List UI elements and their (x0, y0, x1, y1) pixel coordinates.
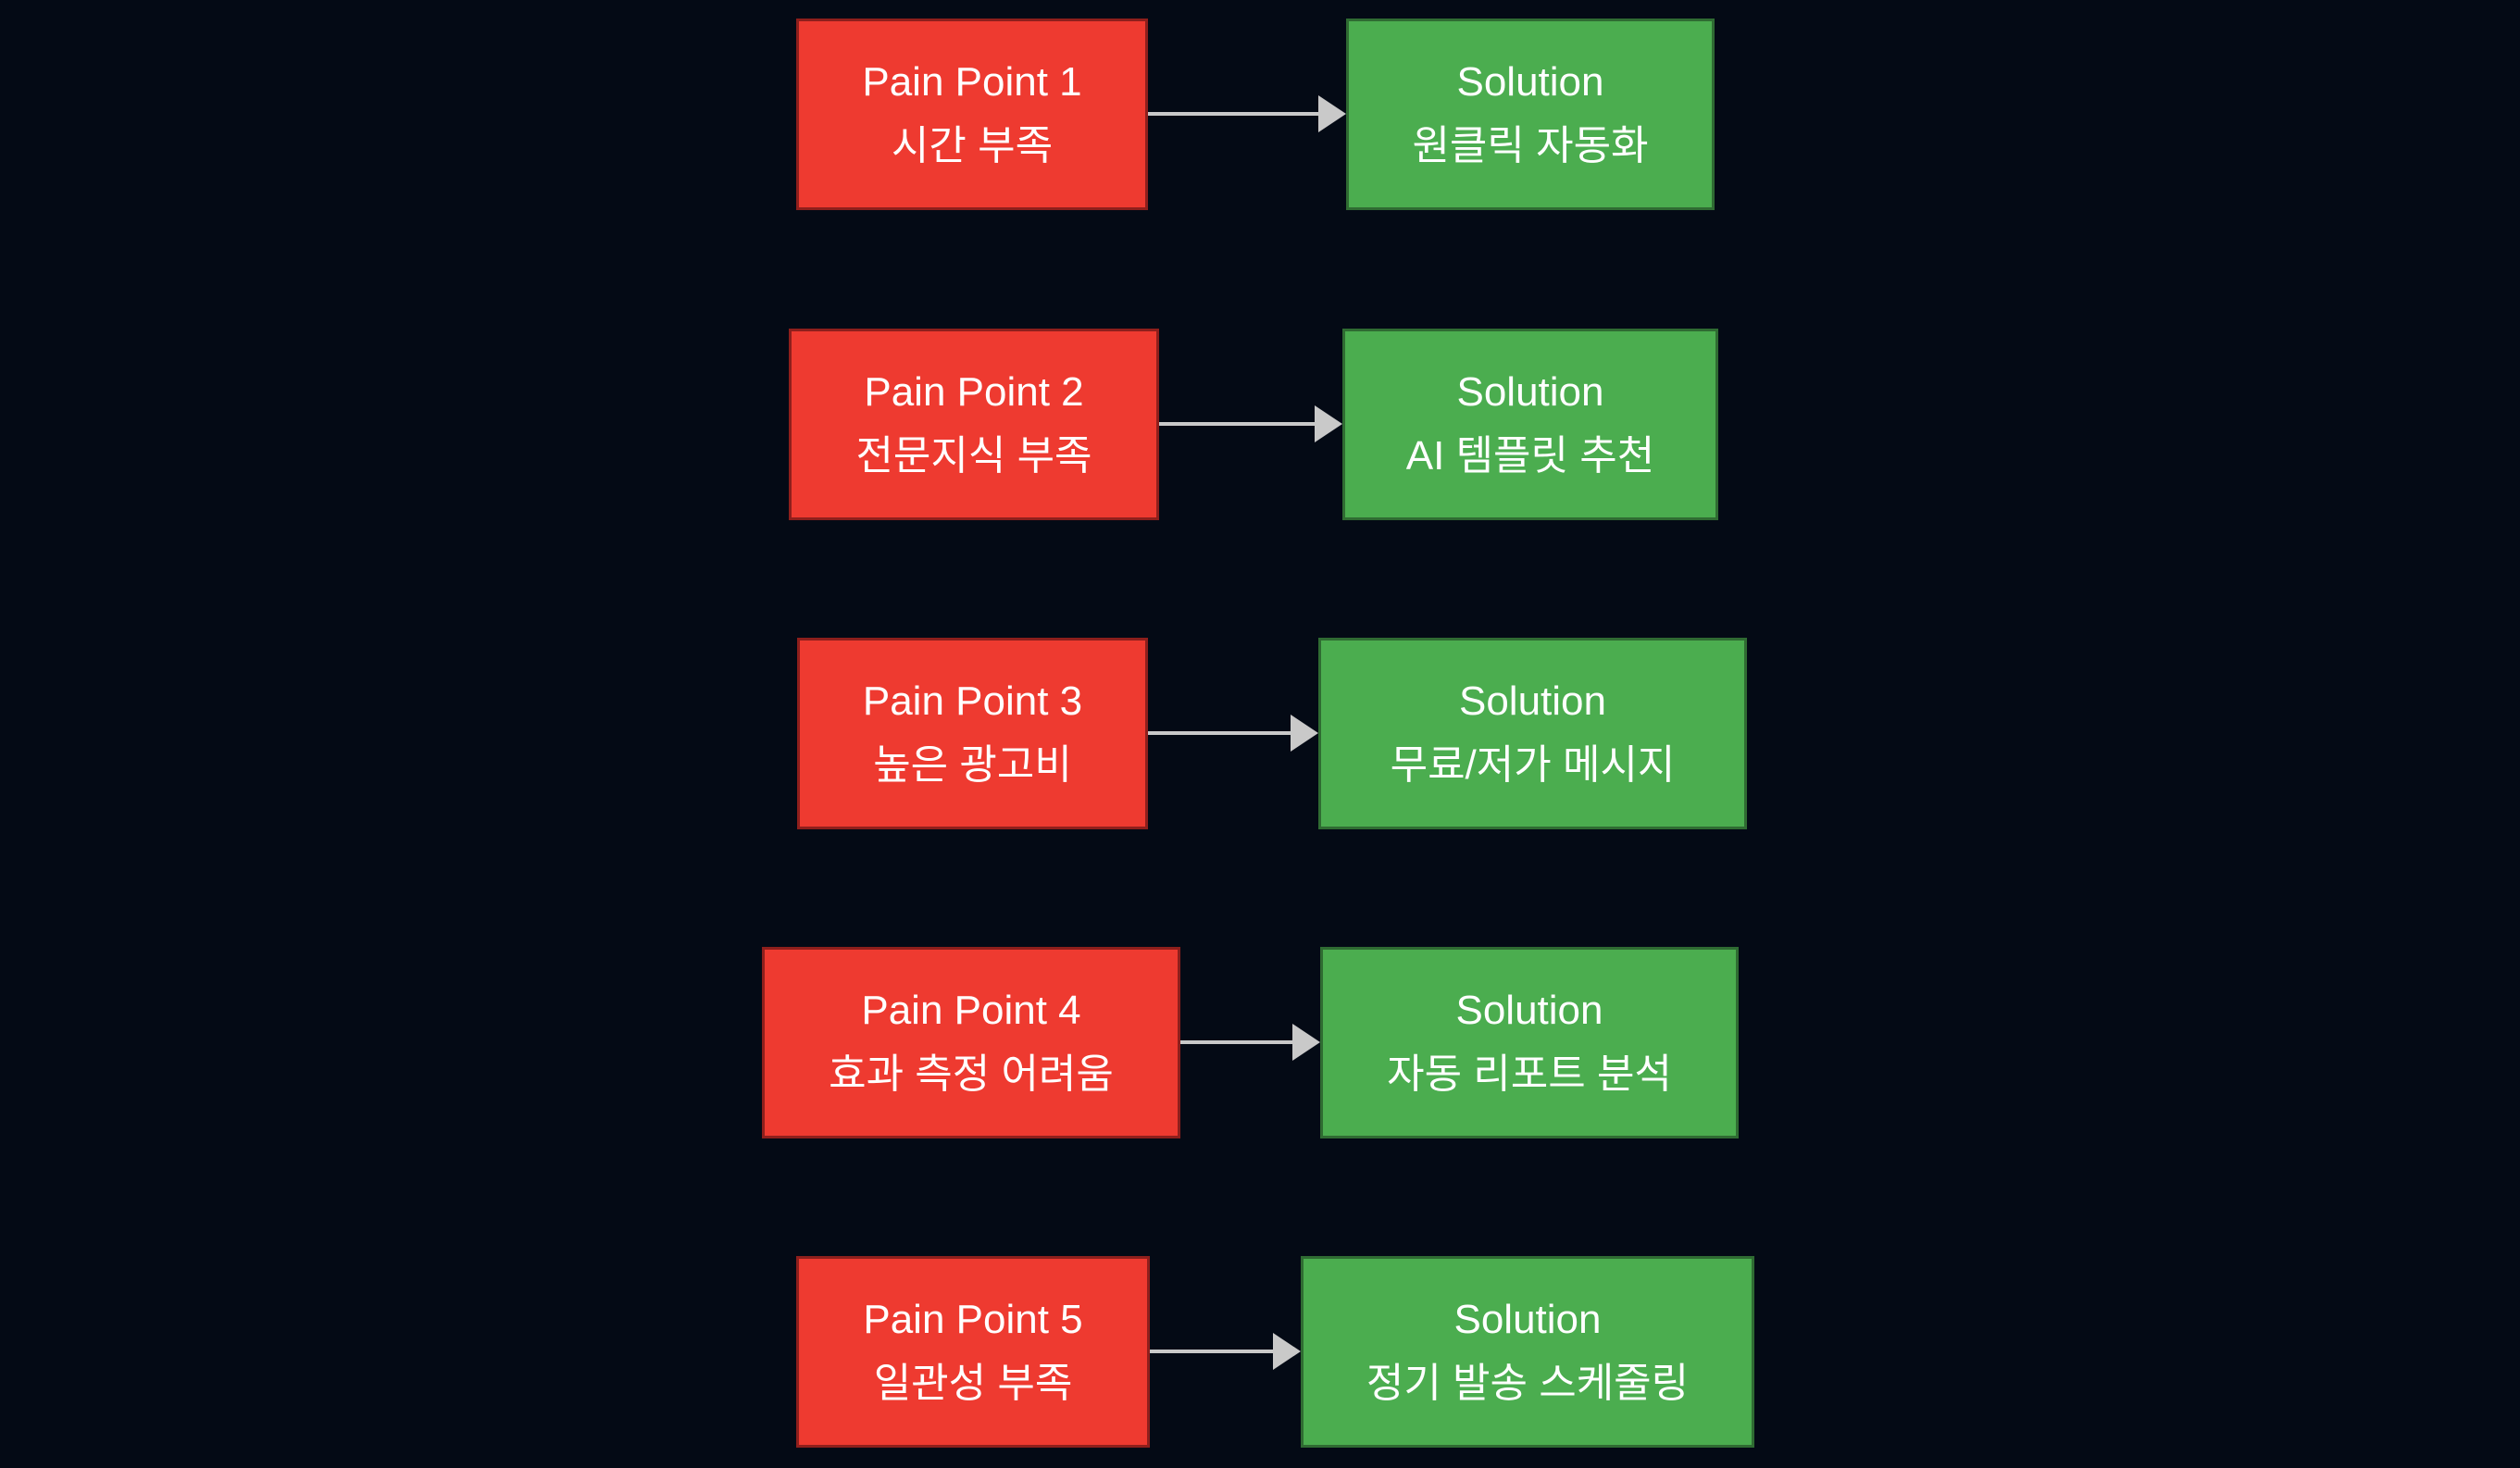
pain-point-title: Pain Point 2 (864, 368, 1084, 415)
arrow-line (1159, 422, 1318, 426)
arrow-connector-3 (1148, 715, 1318, 752)
solution-box-2: Solution AI 템플릿 추천 (1342, 329, 1718, 520)
arrow-connector-1 (1148, 95, 1346, 132)
arrow-head-icon (1291, 715, 1318, 752)
pain-point-box-2: Pain Point 2 전문지식 부족 (789, 329, 1159, 520)
pain-point-detail: 시간 부족 (891, 122, 1054, 168)
solution-box-5: Solution 정기 발송 스케줄링 (1301, 1256, 1754, 1448)
pain-point-title: Pain Point 3 (862, 678, 1083, 724)
solution-title: Solution (1456, 368, 1604, 415)
solution-box-4: Solution 자동 리포트 분석 (1320, 947, 1739, 1138)
pain-point-detail: 높은 광고비 (873, 741, 1072, 788)
arrow-line (1180, 1040, 1296, 1044)
solution-box-1: Solution 원클릭 자동화 (1346, 19, 1715, 210)
solution-detail: 원클릭 자동화 (1412, 122, 1649, 168)
arrow-head-icon (1273, 1333, 1301, 1370)
pain-point-detail: 전문지식 부족 (855, 432, 1092, 479)
pain-point-title: Pain Point 1 (862, 58, 1082, 105)
solution-detail: AI 템플릿 추천 (1405, 432, 1655, 479)
solution-title: Solution (1456, 58, 1604, 105)
solution-box-3: Solution 무료/저가 메시지 (1318, 638, 1747, 829)
arrow-connector-5 (1150, 1333, 1301, 1370)
arrow-line (1148, 731, 1294, 735)
arrow-connector-2 (1159, 405, 1342, 442)
solution-title: Solution (1458, 678, 1606, 724)
arrow-connector-4 (1180, 1024, 1320, 1061)
solution-title: Solution (1453, 1296, 1602, 1342)
arrow-head-icon (1318, 95, 1346, 132)
arrow-line (1148, 112, 1322, 116)
pain-point-detail: 효과 측정 어려움 (829, 1051, 1114, 1097)
arrow-head-icon (1292, 1024, 1320, 1061)
arrow-head-icon (1315, 405, 1342, 442)
pain-point-box-1: Pain Point 1 시간 부족 (796, 19, 1148, 210)
pain-point-box-4: Pain Point 4 효과 측정 어려움 (762, 947, 1180, 1138)
arrow-line (1150, 1350, 1277, 1353)
pain-point-title: Pain Point 4 (861, 987, 1081, 1033)
pain-point-title: Pain Point 5 (863, 1296, 1083, 1342)
pain-point-box-3: Pain Point 3 높은 광고비 (797, 638, 1148, 829)
solution-detail: 자동 리포트 분석 (1387, 1051, 1672, 1097)
pain-point-detail: 일관성 부족 (873, 1360, 1073, 1406)
pain-point-box-5: Pain Point 5 일관성 부족 (796, 1256, 1150, 1448)
solution-detail: 무료/저가 메시지 (1390, 741, 1676, 788)
solution-title: Solution (1455, 987, 1603, 1033)
solution-detail: 정기 발송 스케줄링 (1366, 1360, 1690, 1406)
